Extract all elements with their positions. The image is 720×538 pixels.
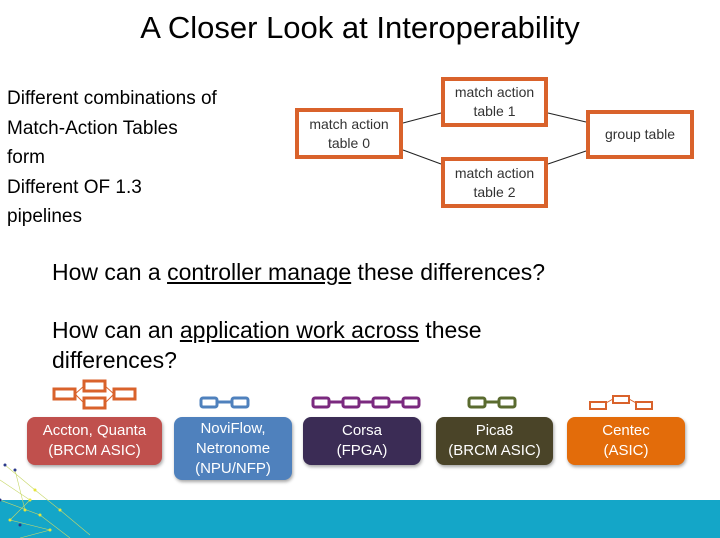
intro-line: Match-Action Tables	[7, 117, 178, 139]
vendor-centec: Centec (ASIC)	[567, 417, 685, 465]
footer-band	[0, 500, 720, 538]
network-graphic-decoration	[0, 463, 91, 538]
vendor-pica8: Pica8 (BRCM ASIC)	[436, 417, 553, 465]
question-controller: How can a controller manage these differ…	[52, 257, 545, 287]
q2-post: these	[418, 317, 482, 343]
vendor-noviflow-netronome: NoviFlow, Netronome (NPU/NFP)	[174, 417, 292, 480]
pica8-pipeline-icon	[467, 396, 517, 409]
corsa-pipeline-icon	[311, 396, 421, 409]
intro-line: form	[7, 147, 45, 168]
intro-line: pipelines	[7, 206, 82, 227]
match-action-table-1: match action table 1	[441, 77, 548, 127]
vendor-accton-quanta: Accton, Quanta (BRCM ASIC)	[27, 417, 162, 465]
q1-post: these differences?	[351, 259, 546, 285]
q1-pre: How can a	[52, 259, 168, 285]
noviflow-pipeline-icon	[199, 396, 250, 409]
slide-title: A Closer Look at Interoperability	[140, 10, 580, 45]
accton-pipeline-icon	[52, 379, 137, 410]
intro-text: Different combinations of Match-Action T…	[7, 84, 217, 232]
vendor-corsa: Corsa (FPGA)	[303, 417, 421, 465]
q1-underlined: controller manage	[167, 259, 352, 285]
question-application: How can an application work across these…	[52, 315, 482, 375]
intro-line: Different OF 1.3	[7, 176, 142, 198]
match-action-table-2: match action table 2	[441, 157, 548, 208]
match-action-table-0: match action table 0	[295, 108, 403, 159]
q2-pre: How can an	[52, 317, 180, 343]
centec-pipeline-icon	[589, 395, 653, 410]
group-table: group table	[586, 110, 694, 159]
q2-line2: differences?	[52, 347, 177, 373]
q2-underlined: application work across	[179, 317, 419, 343]
intro-line: Different combinations of	[7, 88, 217, 109]
